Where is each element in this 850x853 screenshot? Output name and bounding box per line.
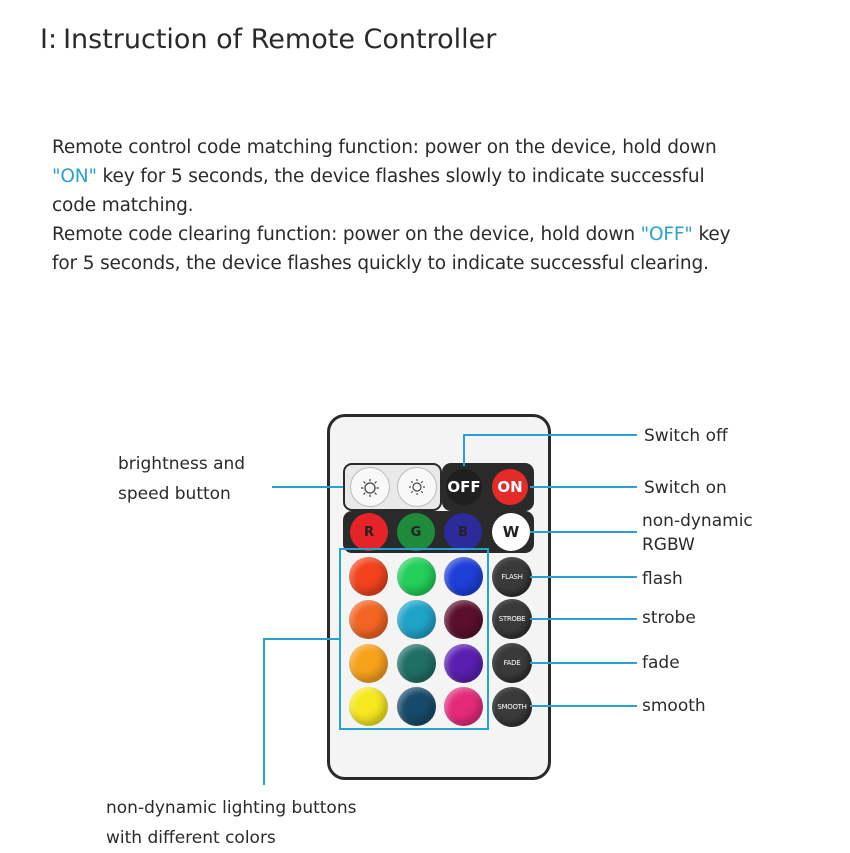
white-button[interactable]: W xyxy=(492,513,530,551)
flash-button[interactable]: FLASH xyxy=(492,557,532,597)
color-button-r1-c1[interactable] xyxy=(349,557,388,596)
color-button-r1-c3[interactable] xyxy=(444,557,483,596)
code-clearing-instruction: Remote code clearing function: power on … xyxy=(52,224,731,274)
on-key-highlight: "ON" xyxy=(52,166,97,187)
strobe-button[interactable]: STROBE xyxy=(492,599,532,639)
lighting-callout-line xyxy=(263,638,339,785)
brightness-up-button[interactable] xyxy=(350,467,390,507)
color-button-r2-c2[interactable] xyxy=(397,600,436,639)
color-buttons-group xyxy=(339,548,489,730)
page-title: I:Instruction of Remote Controller xyxy=(40,24,497,55)
color-button-r4-c1[interactable] xyxy=(349,687,388,726)
blue-button[interactable]: B xyxy=(444,513,482,551)
off-key-highlight: "OFF" xyxy=(640,224,693,245)
red-button[interactable]: R xyxy=(350,513,388,551)
green-button[interactable]: G xyxy=(397,513,435,551)
color-button-r2-c3[interactable] xyxy=(444,600,483,639)
color-button-r3-c3[interactable] xyxy=(444,644,483,683)
non-dynamic-rgbw-label: non-dynamic RGBW xyxy=(642,511,753,555)
code-matching-instruction: Remote control code matching function: p… xyxy=(52,137,717,216)
color-button-r4-c2[interactable] xyxy=(397,687,436,726)
on-button[interactable]: ON xyxy=(492,469,528,505)
flash-label: flash xyxy=(642,569,683,589)
brightness-down-button[interactable] xyxy=(397,467,437,507)
color-button-r2-c1[interactable] xyxy=(349,600,388,639)
color-button-r1-c2[interactable] xyxy=(397,557,436,596)
smooth-button[interactable]: SMOOTH xyxy=(492,687,532,727)
color-button-r4-c3[interactable] xyxy=(444,687,483,726)
switch-on-label: Switch on xyxy=(644,478,727,498)
strobe-label: strobe xyxy=(642,608,696,628)
fade-button[interactable]: FADE xyxy=(492,643,532,683)
smooth-label: smooth xyxy=(642,696,706,716)
color-button-r3-c1[interactable] xyxy=(349,644,388,683)
switch-off-callout-line xyxy=(463,434,637,466)
fade-label: fade xyxy=(642,653,680,673)
sun-icon xyxy=(409,479,425,495)
switch-off-label: Switch off xyxy=(644,426,728,446)
brightness-speed-label: brightness and speed button xyxy=(118,454,246,504)
lighting-buttons-label: non-dynamic lighting buttons with differ… xyxy=(106,798,357,848)
off-button[interactable]: OFF xyxy=(446,469,482,505)
sun-icon xyxy=(361,479,379,497)
color-button-r3-c2[interactable] xyxy=(397,644,436,683)
